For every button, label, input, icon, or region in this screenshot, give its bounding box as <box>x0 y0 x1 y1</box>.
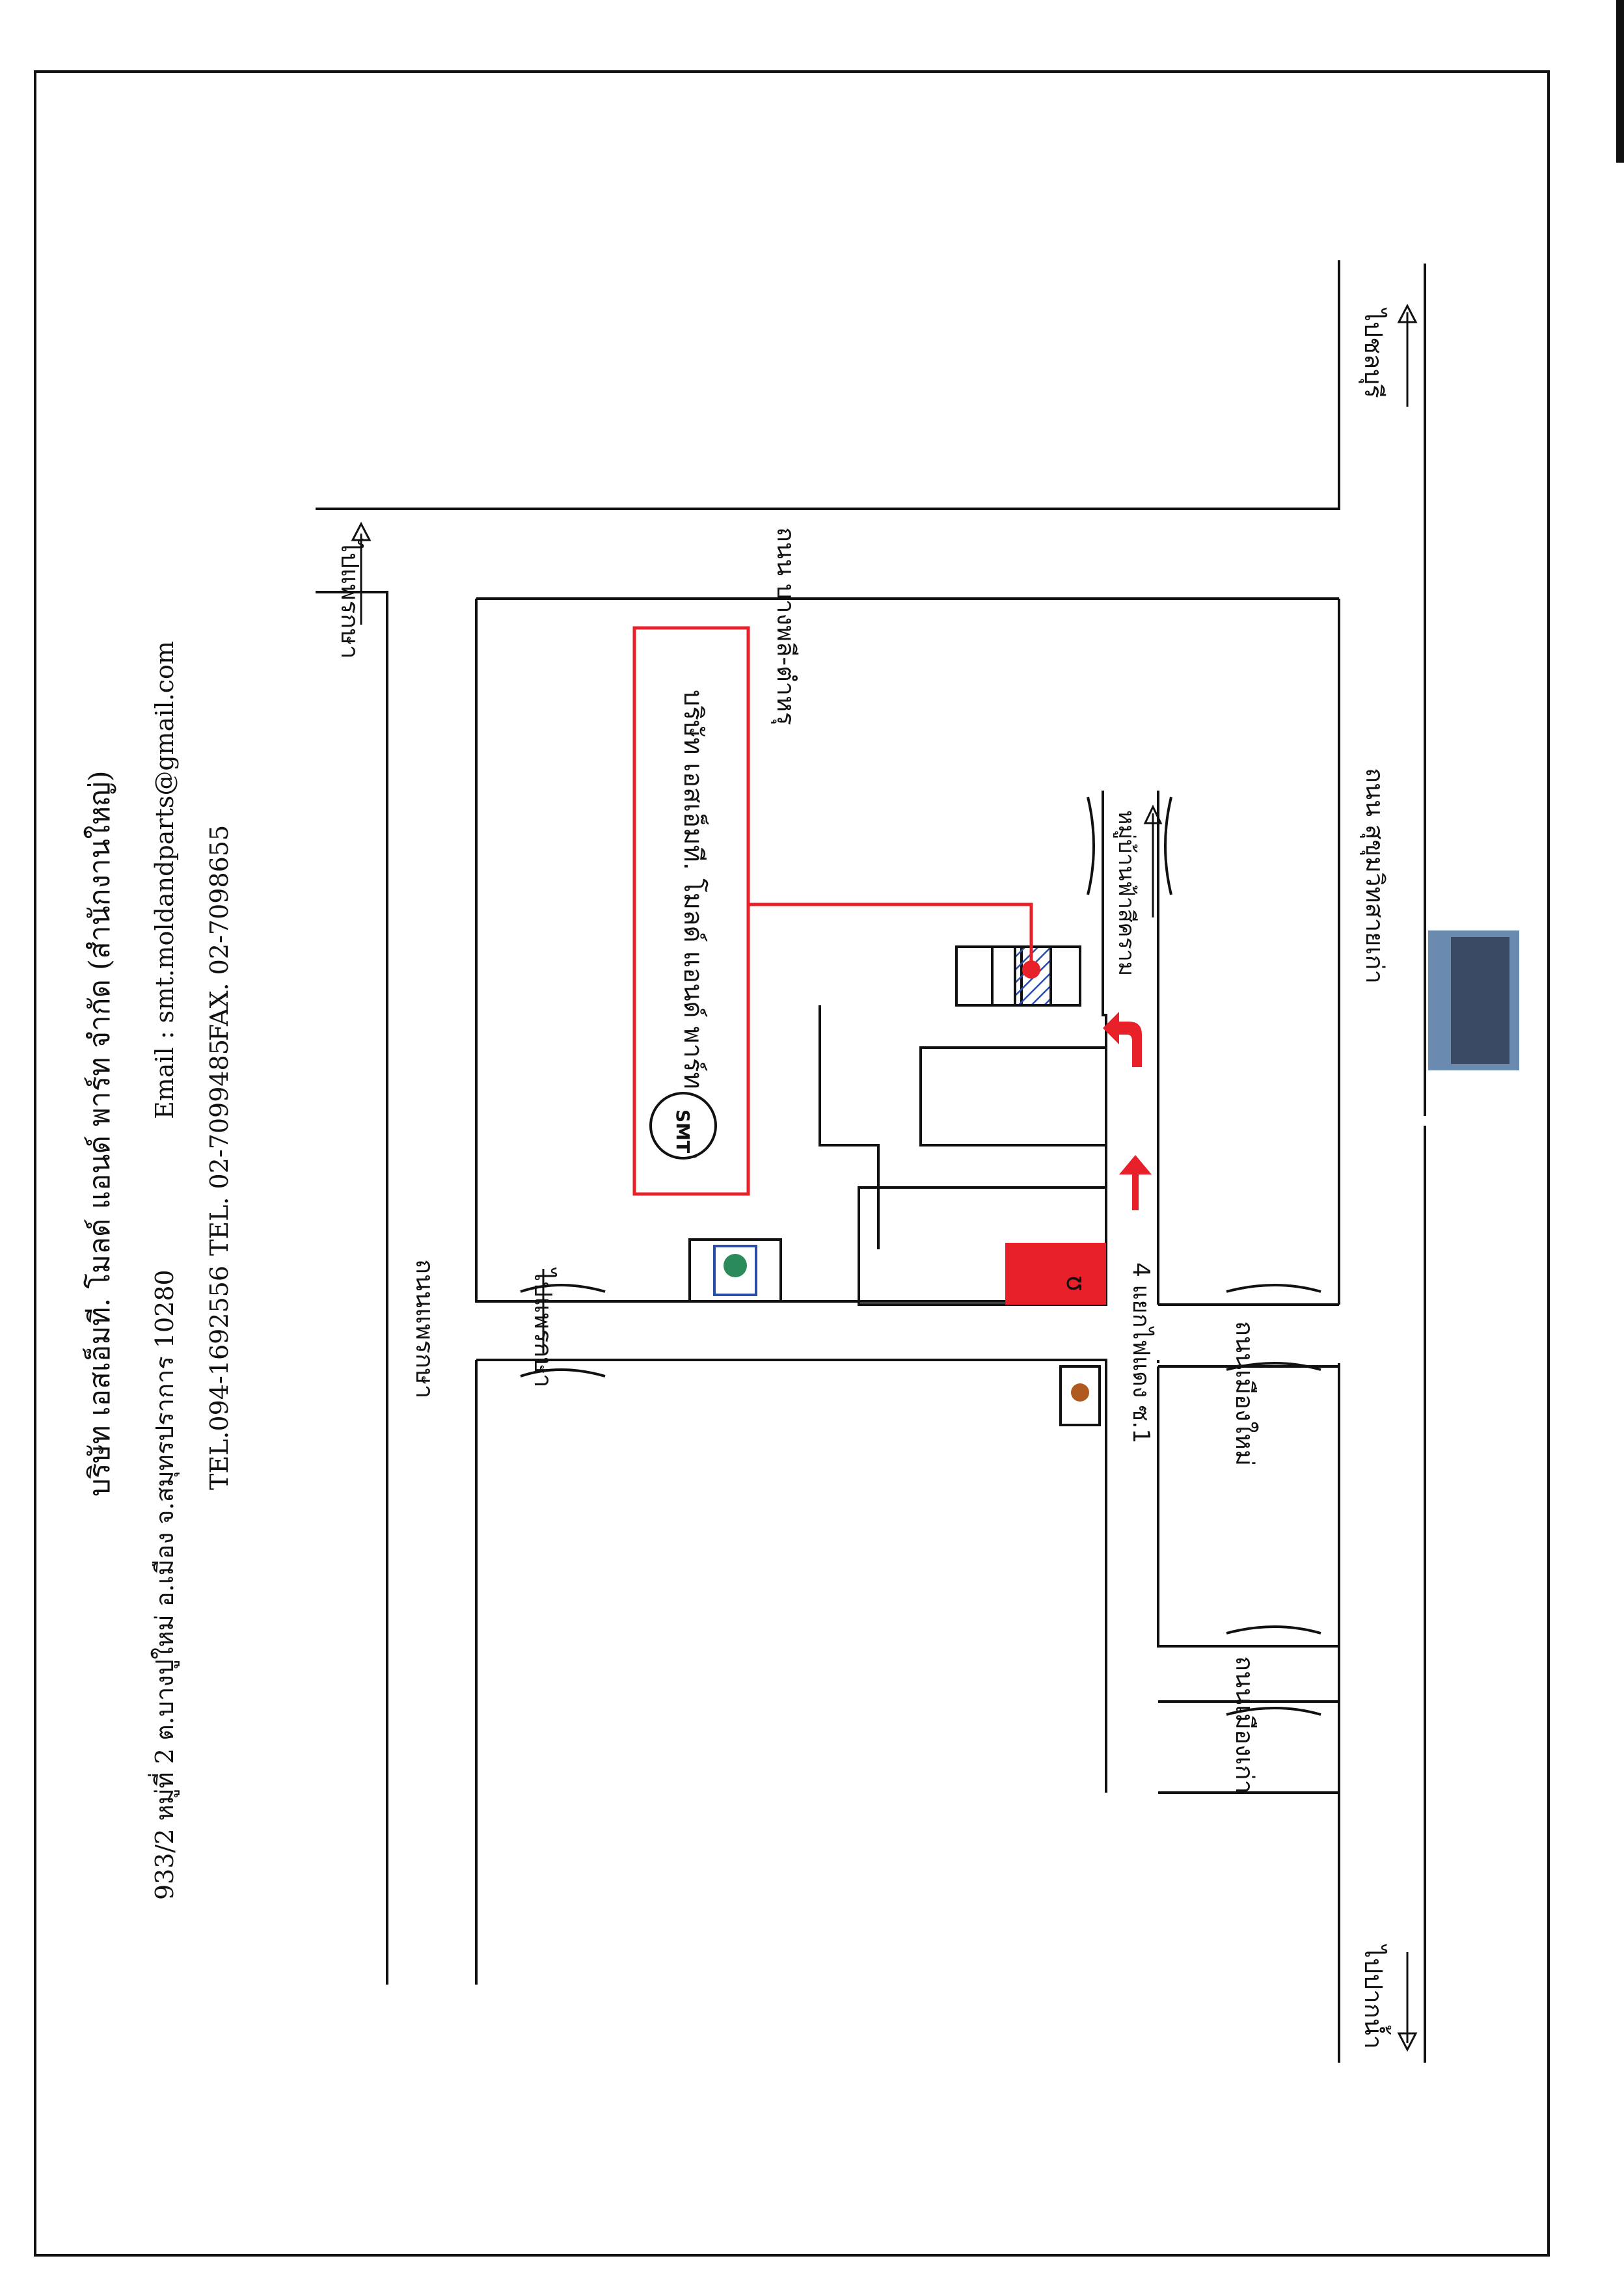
tel2-line: TEL. 02-7099485 <box>205 1039 234 1256</box>
arrow-top-road-icon <box>351 521 372 625</box>
company-callout-label: บริษัท เอสเอ็มที. โมลด์ แอนด์ พาร์ท จำกั… <box>678 690 709 1160</box>
bank-logo-emblem <box>724 1254 747 1277</box>
fax-line: FAX. 02-7098655 <box>205 825 234 1041</box>
label-road-muang-kao: ถนนเมืองเก่า <box>1230 1656 1259 1794</box>
smt-logo <box>649 1092 717 1160</box>
label-soi-1: 4 แยกไฟแดง ซ.1 <box>1128 1262 1155 1443</box>
crossing-markers <box>520 796 1321 1716</box>
label-to-bangna-top: ไปแพรกษา <box>336 538 364 659</box>
label-road-muang-mai: ถนนเมืองใหม่ <box>1230 1321 1259 1466</box>
map-frame <box>34 70 1550 2257</box>
label-to-chonburi: ไปชลบุรี <box>1359 307 1388 398</box>
red-arrow-straight <box>1119 1155 1152 1210</box>
roads <box>316 260 1426 2063</box>
red-brand-sign-mark: ʊ <box>1061 1275 1090 1292</box>
direction-arrows <box>351 303 1418 2052</box>
temple-icon <box>1071 1383 1089 1402</box>
tel1-line: TEL.094-1692556 <box>205 1266 234 1490</box>
red-brand-sign <box>1005 1243 1106 1305</box>
label-to-bangna-mid: ไปแพรกษา <box>529 1267 558 1388</box>
map-labels: ไปแพรกษา ถนน บางพลี-ตำหรุ ไปชลบุรี ถนนแพ… <box>336 307 1392 2049</box>
scan-edge-bar <box>1616 0 1624 163</box>
label-road-bangphli-tamru: ถนน บางพลี-ตำหรุ <box>771 527 800 726</box>
callout-leader <box>748 903 1033 976</box>
arrow-village-icon <box>1143 804 1163 917</box>
company-name: บริษัท เอสเอ็มที. โมลด์ แอนด์ พาร์ท จำกั… <box>83 770 116 1497</box>
label-road-sukhumvit-old: ถนน สุขุมวิทสายเก่า <box>1360 768 1389 984</box>
storefront-photo-roof <box>1451 937 1509 1064</box>
company-callout-box <box>632 626 750 1196</box>
label-road-phraek-sa: ถนนแพรกษา <box>411 1259 439 1398</box>
label-village: หมู่บ้านฟ้าสีคราม <box>1113 810 1139 976</box>
buildings <box>688 945 1107 1426</box>
label-to-paknam: ไปปากน้ำ <box>1359 1944 1392 2049</box>
arrow-to-paknam-icon <box>1397 1952 1418 2052</box>
header-block: บริษัท เอสเอ็มที. โมลด์ แอนด์ พาร์ท จำกั… <box>83 641 234 1900</box>
red-arrow-turn-icon <box>1103 1012 1142 1067</box>
company-callout: บริษัท เอสเอ็มที. โมลด์ แอนด์ พาร์ท จำกั… <box>632 626 1040 1196</box>
address-line: 933/2 หมู่ที่ 2 ต.บางปูใหม่ อ.เมือง จ.สม… <box>148 1269 180 1900</box>
location-pin-icon <box>1022 960 1040 979</box>
email-line: Email : smt.moldandparts@gmail.com <box>150 641 179 1119</box>
arrow-to-chonburi-icon <box>1397 303 1418 407</box>
smt-logo-text: SMT <box>672 1109 694 1153</box>
landmarks: ʊ <box>713 930 1519 1402</box>
